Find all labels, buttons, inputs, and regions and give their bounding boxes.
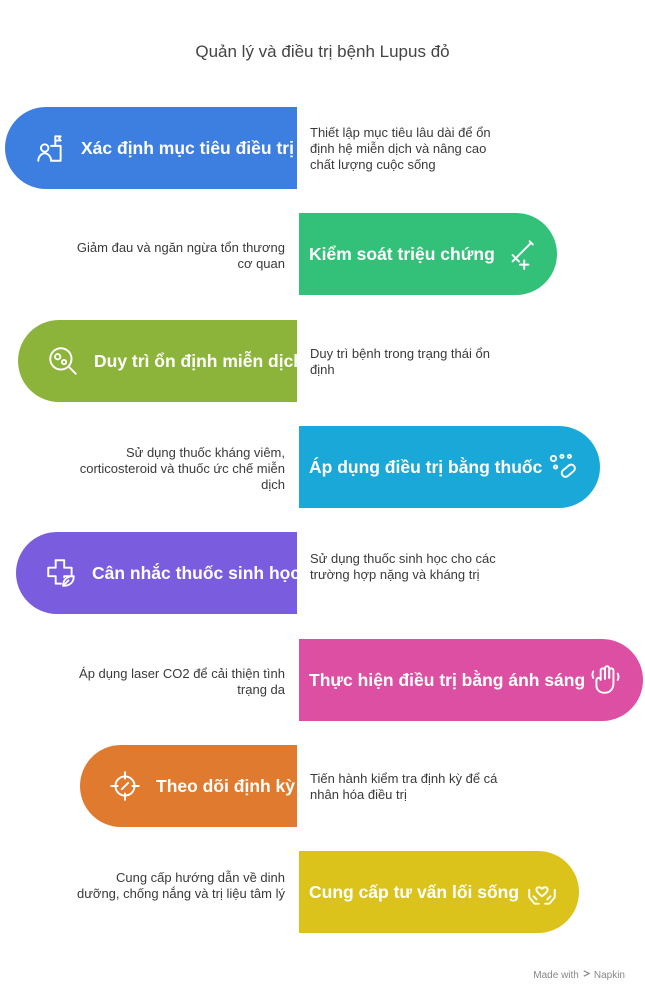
step-description: Tiến hành kiểm tra định kỳ để cá nhân hó… — [310, 771, 498, 802]
cell-search-icon — [44, 342, 82, 380]
step-pill-light-therapy: Thực hiện điều trị bằng ánh sáng — [299, 639, 643, 721]
step-pill-set-goals: Xác định mục tiêu điều trị — [5, 107, 297, 189]
napkin-logo-icon — [582, 969, 591, 981]
step-description: Giảm đau và ngăn ngừa tổn thương cơ quan — [76, 240, 285, 271]
step-description: Duy trì bệnh trong trạng thái ổn định — [310, 346, 490, 377]
step-pill-drug-therapy: Áp dụng điều trị bằng thuốc — [299, 426, 600, 508]
step-label: Xác định mục tiêu điều trị — [81, 137, 294, 158]
step-pill-biologics: Cân nhắc thuốc sinh học — [16, 532, 300, 614]
hands-heart-icon — [523, 873, 561, 911]
brand-name: Napkin — [593, 969, 625, 981]
page-title: Quản lý và điều trị bệnh Lupus đỏ — [195, 42, 450, 61]
crosshair-icon — [106, 767, 144, 805]
step-label: Duy trì ổn định miễn dịch — [94, 350, 304, 371]
step-label: Cung cấp tư vấn lối sống — [309, 881, 520, 902]
step-description: Sử dụng thuốc kháng viêm, corticosteroid… — [79, 445, 285, 492]
made-with-text: Made with — [533, 969, 579, 981]
step-pill-monitoring: Theo dõi định kỳ — [80, 745, 297, 827]
step-label: Thực hiện điều trị bằng ánh sáng — [309, 669, 586, 690]
syringe-plus-icon — [501, 235, 539, 273]
step-description: Thiết lập mục tiêu lâu dài để ổn định hệ… — [310, 125, 491, 172]
step-pill-symptom-control: Kiểm soát triệu chứng — [299, 213, 557, 295]
pills-icon — [544, 448, 582, 486]
target-person-icon — [31, 129, 69, 167]
step-description: Cung cấp hướng dẫn về dinh dưỡng, chống … — [76, 870, 285, 901]
step-description: Sử dụng thuốc sinh học cho các trường hợ… — [310, 551, 496, 582]
step-description: Áp dụng laser CO2 để cải thiện tình trạn… — [79, 666, 285, 697]
step-pill-immune-stability: Duy trì ổn định miễn dịch — [18, 320, 304, 402]
step-label: Cân nhắc thuốc sinh học — [92, 562, 301, 583]
hand-light-icon — [587, 661, 625, 699]
footer-attribution[interactable]: Made with Napkin — [533, 969, 625, 981]
step-label: Áp dụng điều trị bằng thuốc — [309, 456, 543, 477]
medical-leaf-icon — [42, 554, 80, 592]
step-label: Theo dõi định kỳ — [156, 775, 296, 796]
step-pill-lifestyle: Cung cấp tư vấn lối sống — [299, 851, 579, 933]
step-label: Kiểm soát triệu chứng — [309, 243, 495, 264]
